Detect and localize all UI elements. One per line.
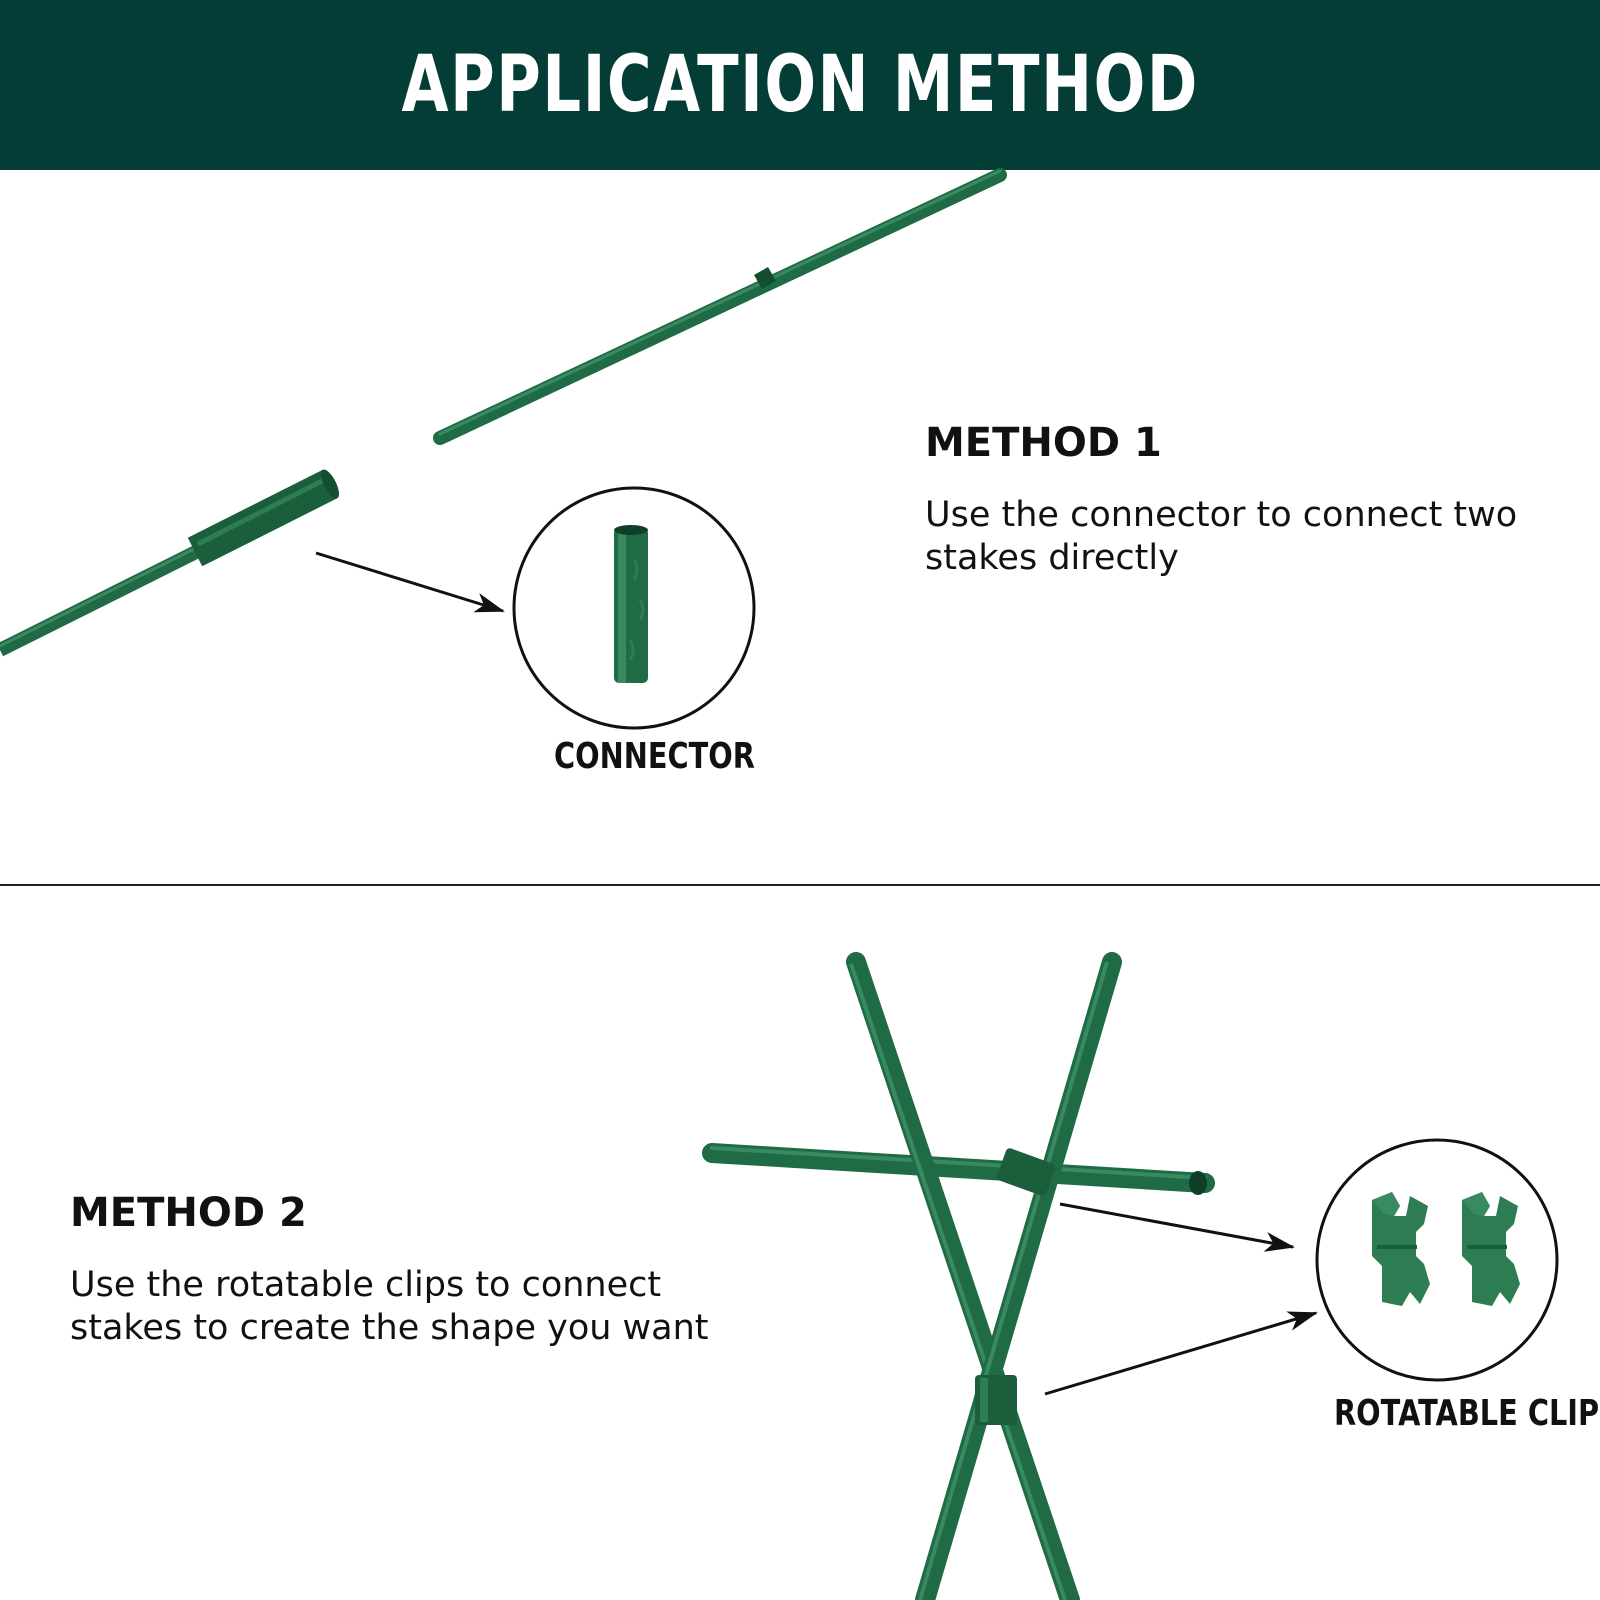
method1-description-line: Use the connector to connect two [925, 495, 1518, 535]
clip-upper-joint [996, 1148, 1056, 1196]
section-divider [0, 884, 1600, 886]
method2-heading: METHOD 2 [70, 1190, 307, 1236]
rotatable-clip-icon [1372, 1192, 1430, 1306]
stake-horizontal [702, 1143, 1215, 1193]
connector-detail-circle [512, 486, 756, 730]
method2-description-line: stakes to create the shape you want [70, 1308, 709, 1348]
method1-description: Use the connector to connect two stakes … [925, 494, 1517, 580]
connector-icon [614, 525, 648, 683]
method2-description-line: Use the rotatable clips to connect [70, 1265, 662, 1305]
stake-upper [433, 168, 1007, 445]
rotatable-clips-label: ROTATABLE CLIPS [1334, 1393, 1600, 1434]
clips-detail-circle [1315, 1138, 1559, 1382]
stake-diagonal-right [915, 952, 1122, 1600]
method1-stakes-image [0, 168, 1007, 657]
method1-arrow [315, 551, 505, 613]
stake-lower [0, 543, 204, 657]
rotatable-clip-icon [1462, 1192, 1520, 1306]
stake-diagonal-left [846, 952, 1080, 1600]
header-banner: APPLICATION METHOD [0, 0, 1600, 170]
page-title: APPLICATION METHOD [401, 40, 1199, 130]
method1-description-line: stakes directly [925, 538, 1179, 578]
method2-description: Use the rotatable clips to connect stake… [70, 1264, 709, 1350]
connector-on-stake [187, 469, 338, 567]
method2-stakes-image [702, 952, 1215, 1600]
method1-heading: METHOD 1 [925, 420, 1162, 466]
method2-arrow-upper [1059, 1202, 1295, 1252]
connector-label: CONNECTOR [554, 736, 755, 777]
method2-arrow-lower [1044, 1311, 1318, 1396]
